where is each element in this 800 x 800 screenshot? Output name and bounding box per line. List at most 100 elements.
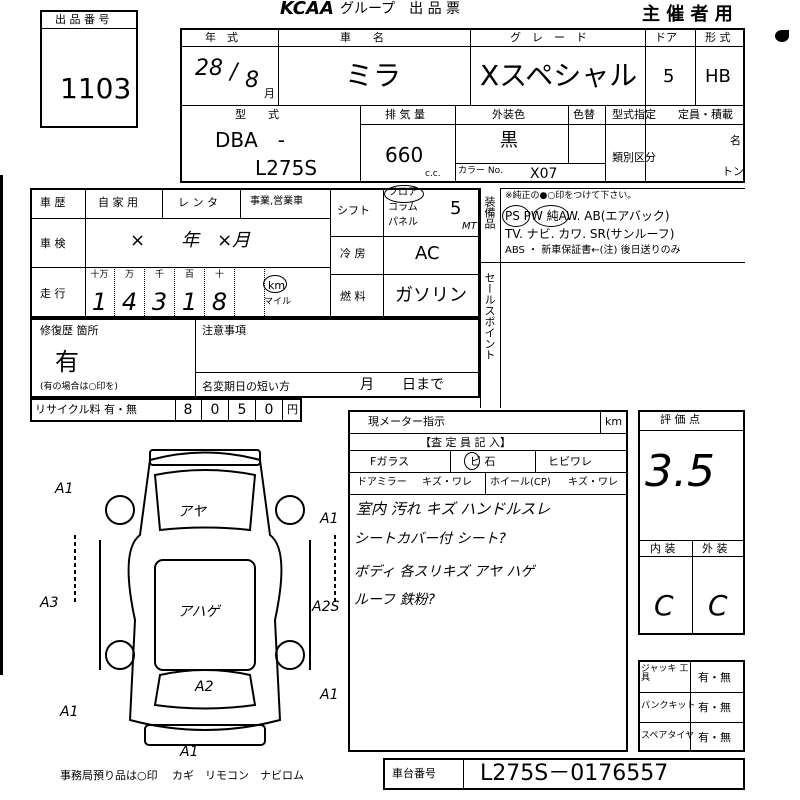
chassis-number: L275S－0176557 (480, 761, 669, 786)
shift-panel: パネル (388, 217, 418, 228)
ps-circle (502, 205, 530, 227)
recycle-digit: 5 (229, 398, 256, 422)
model-value: L275S (255, 156, 318, 180)
month-value: 8 (245, 68, 259, 93)
color-label: 外装色 (492, 108, 525, 121)
ac-value: AC (415, 243, 440, 264)
history-rental: レ ン タ (178, 196, 218, 209)
equipment-label: 装備品 (483, 196, 496, 229)
mileage-cell (235, 267, 265, 318)
inspection-line-2: シートカバー付 シート? (354, 531, 506, 547)
shaken-value: × 年 ×月 (130, 230, 251, 251)
shift-floor-circle (384, 185, 424, 203)
equipment-line2: TV. ナビ. カワ. SR(サンルーフ) (505, 227, 675, 241)
shift-label: シフト (337, 204, 370, 217)
vehicle-name: ミラ (345, 59, 402, 92)
color-no-value: X07 (530, 166, 558, 182)
year-label: 年 式 (205, 31, 238, 44)
fuel-label: 燃 料 (340, 290, 366, 303)
right-corner-mark (775, 30, 789, 42)
diagram-mark-a2s-right: A2S (312, 599, 340, 615)
mileage-unit: 十 (214, 270, 224, 280)
office-note: 事務局預り品は○印 (60, 769, 158, 782)
mileage-digit: 3 (151, 288, 168, 316)
rating-score: 3.5 (645, 446, 715, 497)
name-label: 車 名 (340, 31, 384, 44)
mileage-unit: 万 (124, 270, 134, 280)
pw-circle (533, 205, 569, 227)
inspection-line-4: ルーフ 鉄粉? (354, 592, 436, 608)
type-cert-label: 型式指定 (612, 108, 656, 121)
puncture-yes-no: 有・無 (698, 701, 731, 714)
fuel-value: ガソリン (395, 285, 467, 306)
meter-unit: km (605, 415, 623, 428)
mileage-label: 走 行 (40, 287, 66, 300)
inspection-line-3: ボディ 各スリキズ アヤ ハゲ (354, 564, 535, 580)
tools-box (638, 660, 745, 752)
repair-table (30, 318, 480, 398)
repair-note: (有の場合は○印を) (40, 382, 118, 392)
recycle-box (30, 398, 302, 422)
capacity-unit-tons: トン (722, 165, 744, 178)
organizer-label: 主 催 者 用 (642, 4, 733, 25)
diagram-roof-mark: アハゲ (178, 604, 220, 620)
diagram-mark-a1-rear-left: A1 (60, 704, 79, 720)
group-title: グループ 出 品 票 (340, 1, 461, 17)
mileage-unit: 十万 (90, 270, 109, 280)
deadline-value: 月 日まで (360, 377, 444, 393)
history-label: 車 歴 (40, 196, 66, 209)
puncture-label: パンクキット (641, 701, 696, 711)
diagram-mark-a1-rear: A1 (180, 744, 199, 760)
body-value: HB (705, 66, 731, 87)
spare-label: スペアタイヤ (641, 731, 695, 741)
mileage-digit: 4 (121, 288, 138, 316)
interior-grade: C (654, 589, 674, 622)
lot-number: 1103 (60, 72, 132, 105)
capacity-unit-persons: 名 (730, 134, 741, 147)
diagram-front-mark: アヤ (178, 504, 206, 520)
capacity-label: 定員・積載 (678, 108, 733, 121)
repair-value: 有 (55, 348, 79, 376)
chassis-label: 車台番号 (392, 767, 436, 780)
vehicle-grade: Xスペシャル (480, 59, 638, 92)
color-value: 黒 (500, 130, 518, 151)
jack-label: ジャッキ 工 具 (641, 664, 689, 683)
notes-label: 注意事項 (202, 324, 246, 337)
inspection-line-1: 室内 汚れ キズ ハンドルスレ (356, 500, 551, 518)
doors-label: ドア (655, 31, 677, 44)
car-diagram (74, 449, 336, 746)
glass-label: Fガラス (370, 455, 410, 468)
cc-label: 排 気 量 (385, 108, 425, 121)
diagram-mark-a1-right-front: A1 (320, 511, 339, 527)
deadline-label: 名変期日の短い方 (202, 380, 290, 393)
mileage-digit: 1 (181, 288, 198, 316)
exterior-grade: C (708, 589, 728, 622)
mileage-unit: 千 (154, 270, 164, 280)
exterior-label: 外 装 (702, 542, 728, 555)
yen-label: 円 (287, 403, 298, 416)
body-label: 形 式 (705, 31, 731, 44)
class-label: 類別区分 (612, 151, 656, 164)
mile-label: マイル (264, 297, 292, 307)
spare-yes-no: 有・無 (698, 731, 731, 744)
rating-label: 評 価 点 (660, 413, 700, 426)
kcaa-logo: KCAA (280, 0, 334, 19)
equipment-line3: ABS ・ 新車保証書←(注) 後日送りのみ (505, 245, 681, 256)
wheel-state: キズ・ワレ (568, 477, 618, 488)
diagram-mark-a1-right: A1 (320, 687, 339, 703)
lot-label: 出 品 番 号 (55, 13, 110, 26)
history-business: 事業,営業車 (250, 196, 304, 207)
shaken-label: 車 検 (40, 237, 66, 250)
interior-label: 内 装 (650, 542, 676, 555)
lot-box (40, 10, 138, 128)
diagram-mark-a3-left: A3 (40, 595, 59, 611)
km-circle (263, 275, 287, 293)
repaint-label: 色替 (573, 108, 595, 121)
cc-unit: c.c. (425, 169, 441, 179)
recycle-digit: 0 (256, 398, 283, 422)
